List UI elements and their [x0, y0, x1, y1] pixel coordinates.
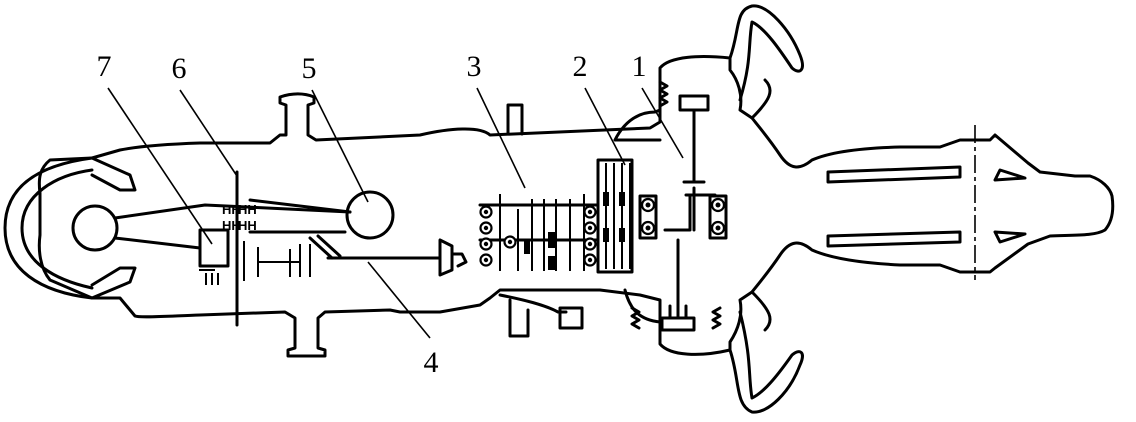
- spring-bottom-left: [630, 306, 641, 330]
- svg-text:HH: HH: [238, 202, 257, 217]
- final-drive-housing: [198, 228, 230, 268]
- callout-3: 3: [466, 50, 482, 83]
- crank-bearings: [638, 194, 728, 240]
- svg-text:HH: HH: [222, 202, 241, 217]
- leader-5: [311, 89, 369, 203]
- leader-7: [107, 87, 213, 245]
- callout-4: 4: [423, 346, 439, 379]
- front-side-wing-top: [750, 78, 772, 120]
- cardan-joint: [308, 234, 342, 260]
- spring-top: [658, 80, 669, 108]
- crank-pin: [663, 193, 717, 232]
- exhaust-bracket: [508, 298, 530, 338]
- intake-stub: [506, 103, 524, 136]
- gearbox: [478, 194, 600, 271]
- exhaust-pipe: [498, 293, 568, 314]
- leader-1: [641, 87, 684, 159]
- rear-wheel-hub: [71, 204, 119, 252]
- leader-4: [367, 261, 431, 339]
- rear-mount-top: [90, 156, 137, 192]
- exhaust-muffler: [558, 306, 584, 330]
- spring-bottom-right: [711, 306, 722, 330]
- front-bevel-gear: [438, 238, 468, 277]
- chain-sprocket: [345, 190, 395, 240]
- leader-6: [179, 89, 238, 177]
- hull-outline: [37, 55, 1115, 358]
- final-drive-bearings: HH HH HH HH: [222, 202, 257, 233]
- front-arm-top: [728, 4, 804, 102]
- leader-2: [584, 87, 626, 166]
- rear-fender-inner: [20, 168, 94, 290]
- callout-6: 6: [171, 52, 187, 85]
- callout-1: 1: [631, 50, 647, 83]
- swingarm-lower: [113, 230, 202, 250]
- swingarm-upper: [113, 203, 352, 220]
- callout-7: 7: [96, 50, 112, 83]
- fork-slot-bottom: [826, 230, 962, 248]
- leader-3: [476, 87, 526, 189]
- callout-5: 5: [301, 52, 317, 85]
- svg-text:HH: HH: [222, 218, 241, 233]
- front-vent-top: [993, 168, 1027, 182]
- front-arm-bottom: [728, 310, 804, 414]
- front-side-wing-bottom: [750, 290, 772, 332]
- rear-mount-bottom: [90, 266, 137, 300]
- fork-slot-top: [826, 165, 962, 184]
- piston-bottom: [660, 304, 696, 332]
- rear-gear-train: [243, 241, 311, 281]
- piston-top: [678, 94, 710, 112]
- callout-2: 2: [572, 50, 588, 83]
- swingarm-lower-link: [248, 198, 352, 234]
- rear-fender: [3, 156, 94, 300]
- crank-chamber-top: [613, 108, 662, 142]
- front-vent-bottom: [993, 230, 1027, 244]
- svg-text:HH: HH: [238, 218, 257, 233]
- rear-output-stub: [199, 269, 219, 285]
- clutch-pack: [596, 158, 634, 274]
